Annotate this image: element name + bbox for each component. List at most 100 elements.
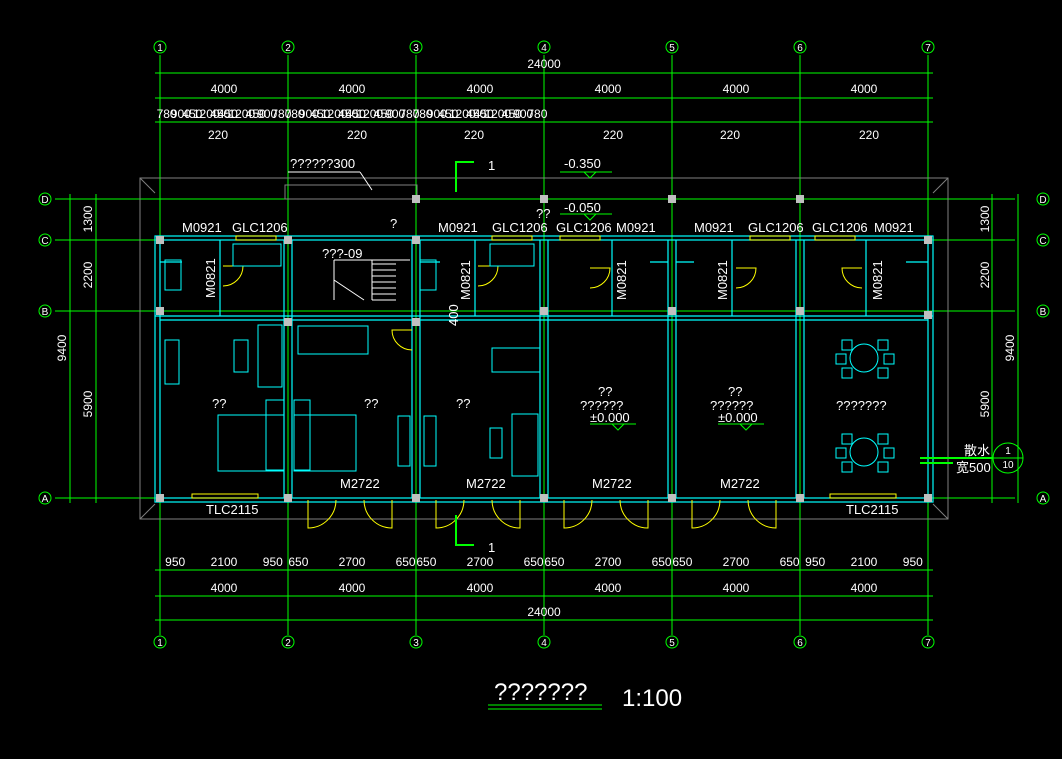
detail-number: 1 [1005,446,1011,457]
axis-B-right: B [1040,307,1047,318]
top-detail-dim: 900 [427,107,447,121]
axis-bubbles-bottom [153,635,935,649]
windows [191,235,897,499]
top-detail-dim: 900 [171,107,191,121]
canopy-leader [288,171,373,191]
top-detail-dim: 450 [374,107,394,121]
left-dim-2200: 2200 [81,261,95,288]
top-bay-dim: 4000 [211,82,238,96]
canopy-label: ??????300 [290,156,355,171]
top-bay-dim: 4000 [339,82,366,96]
axis-A-right: A [1040,494,1047,505]
top-detail-dim: 900 [299,107,319,121]
apron-outline [139,177,949,520]
drawing-scale: 1:100 [622,685,682,712]
right-dim-1300: 1300 [978,205,992,232]
bottom-detail-dim: 2700 [595,555,622,569]
top-detail-dim: 450 [502,107,522,121]
top-detail-dim: 450 [474,107,494,121]
top-detail-dim: 450 [338,107,358,121]
section-marks [455,161,474,546]
right-dim-2200: 2200 [978,261,992,288]
door-tag-m0821: M0821 [870,260,885,300]
room-label-b: ?? [364,396,378,411]
window-tag-glc1206: GLC1206 [812,220,868,235]
bottom-detail-dim: 2700 [339,555,366,569]
apron-width-label: 宽500 [956,460,991,475]
bottom-bay-dim: 4000 [339,581,366,595]
dim-220: 220 [720,128,740,142]
top-detail-dim: 780 [271,107,291,121]
room-label-e: ?? [728,384,742,399]
top-detail-dim: 780 [413,107,433,121]
dim-220: 220 [208,128,228,142]
bottom-detail-dim: 650 [524,555,544,569]
top-detail-dim: 780 [399,107,419,121]
top-total-dimension: 24000 [527,57,561,71]
top-detail-dim: 450 [182,107,202,121]
door-tag-m2722: M2722 [466,476,506,491]
axis-4-bottom: 4 [541,638,547,649]
window-tag-tlc2115: TLC2115 [206,502,259,517]
top-detail-dim: 780 [527,107,547,121]
top-detail-dim: 450 [438,107,458,121]
axis-7-bottom: 7 [925,638,931,649]
bottom-detail-dim: 2100 [211,555,238,569]
bottom-bay-dim: 4000 [723,581,750,595]
top-detail-dim: 450 [310,107,330,121]
top-detail-dim: 1200 [484,107,511,121]
axis-bubbles-left [38,192,52,505]
room-label-big-2: ?????? [710,398,753,413]
bottom-bay-dimensions: 4000 4000 4000 4000 4000 4000 [211,581,878,595]
door-tag-m2722: M2722 [720,476,760,491]
window-tag-tlc2115: TLC2115 [846,502,899,517]
top-detail-dim: 900 [257,107,277,121]
top-detail-dim: 450 [246,107,266,121]
stair [333,259,410,301]
door-tag-m0821: M0821 [614,260,629,300]
top-bay-dim: 4000 [467,82,494,96]
axis-C-left: C [41,236,48,247]
bottom-detail-dim: 2700 [467,555,494,569]
top-detail-dim: 900 [385,107,405,121]
axis-A-left: A [42,494,49,505]
bottom-detail-dim: 650 [544,555,564,569]
room-label-dining: ??????? [836,398,887,413]
dim-220: 220 [603,128,623,142]
room-label-small: ?? [536,206,550,221]
elevation-markers [560,171,764,431]
axis-C-right: C [1039,236,1046,247]
axis-5-top: 5 [669,43,675,54]
bottom-detail-dim: 950 [263,555,283,569]
axis-3-top: 3 [413,43,419,54]
top-detail-dim: 1200 [321,107,348,121]
door-tag-m0921: M0921 [874,220,914,235]
right-dim-5900: 5900 [978,390,992,417]
bottom-detail-dim: 650 [416,555,436,569]
bottom-detail-dim: 650 [396,555,416,569]
top-detail-dim: 450 [466,107,486,121]
dim-220: 220 [859,128,879,142]
bottom-dimension-lines [155,569,933,621]
top-detail-dim: 1200 [356,107,383,121]
room-label-d: ?? [598,384,612,399]
top-220-dimensions: 220 220 220 220 220 220 [208,128,879,142]
drawing-title: ??????? [494,679,587,706]
door-tag-m0921: M0921 [182,220,222,235]
left-dim-5900: 5900 [81,390,95,417]
axis-D-left: D [41,195,48,206]
room-label-big-1: ?????? [580,398,623,413]
section-label-top: 1 [488,158,495,173]
door-tag-m0921: M0921 [616,220,656,235]
top-detail-dim: 900 [513,107,533,121]
axis-2-bottom: 2 [285,638,291,649]
bottom-detail-dim: 650 [288,555,308,569]
columns [156,195,932,502]
axis-3-bottom: 3 [413,638,419,649]
bottom-bay-dim: 4000 [851,581,878,595]
axis-6-top: 6 [797,43,803,54]
axis-7-top: 7 [925,43,931,54]
room-label-c: ?? [456,396,470,411]
